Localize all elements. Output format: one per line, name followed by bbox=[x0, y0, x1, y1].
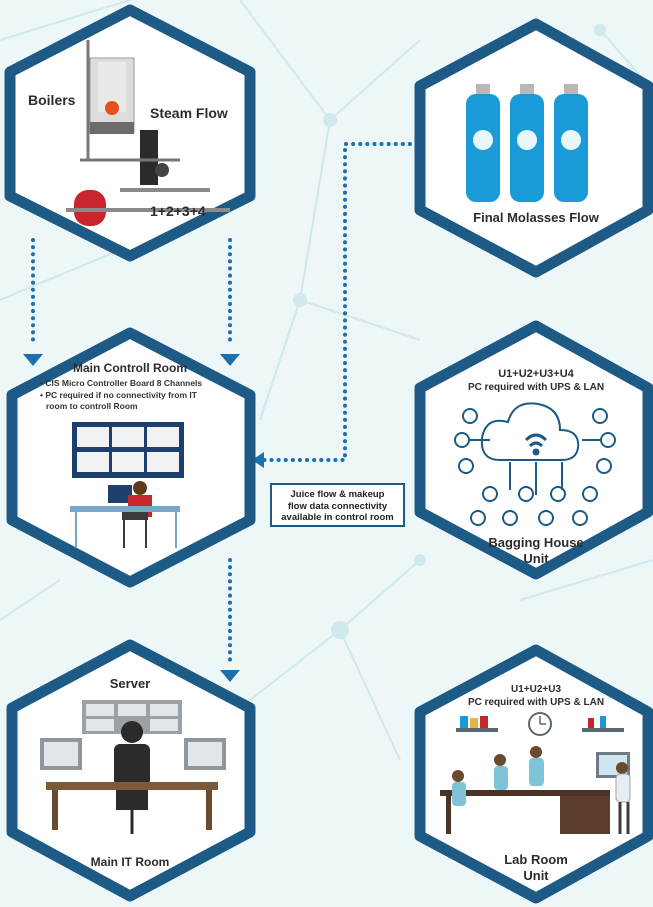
control-room-hexagon: Main Controll Room • CIS Micro Controlle… bbox=[6, 327, 256, 588]
boiler-icon bbox=[66, 40, 230, 226]
it-room-label: Main IT Room bbox=[91, 855, 170, 869]
steam-flow-label: Steam Flow bbox=[150, 105, 228, 121]
lab-icon bbox=[440, 712, 631, 834]
molasses-label: Final Molasses Flow bbox=[473, 210, 600, 225]
boilers-label: Boilers bbox=[28, 92, 76, 108]
callout-line-2: flow data connectivity bbox=[287, 500, 388, 512]
water-bottle-icon bbox=[466, 84, 588, 202]
boilers-hexagon: Boilers Steam Flow 1+2+3+4 bbox=[4, 4, 256, 262]
boiler-units-label: 1+2+3+4 bbox=[150, 203, 206, 219]
monitor-wall-icon bbox=[70, 422, 184, 548]
bagging-hexagon: U1+U2+U3+U4 PC required with UPS & LAN bbox=[414, 320, 653, 580]
server-title: Server bbox=[110, 676, 150, 691]
control-bullet-2b: room to controll Room bbox=[46, 401, 138, 411]
server-hexagon: Server Main IT Room bbox=[6, 639, 256, 902]
molasses-hexagon: Final Molasses Flow bbox=[414, 18, 653, 278]
control-room-title: Main Controll Room bbox=[73, 361, 187, 375]
background-network bbox=[0, 0, 653, 761]
bagging-units: U1+U2+U3+U4 bbox=[498, 368, 574, 380]
bagging-title-2: Unit bbox=[523, 551, 549, 566]
arrowheads bbox=[23, 354, 264, 682]
connector-molasses-control bbox=[260, 142, 412, 462]
lab-title-1: Lab Room bbox=[504, 852, 568, 867]
juice-flow-callout: Juice flow & makeup flow data connectivi… bbox=[270, 483, 405, 527]
bagging-title-1: Bagging House bbox=[488, 535, 583, 550]
control-bullet-1: • CIS Micro Controller Board 8 Channels bbox=[40, 378, 202, 388]
lab-requirement: PC required with UPS & LAN bbox=[468, 697, 604, 708]
lab-title-2: Unit bbox=[523, 868, 549, 883]
server-room-icon bbox=[40, 700, 226, 834]
callout-line-1: Juice flow & makeup bbox=[290, 489, 385, 500]
cloud-network-icon bbox=[454, 402, 616, 526]
control-bullet-2a: • PC required if no connectivity from IT bbox=[40, 390, 198, 400]
lab-hexagon: U1+U2+U3 PC required with UPS & LAN bbox=[414, 644, 653, 904]
callout-line-3: available in control room bbox=[281, 512, 394, 523]
bagging-requirement: PC required with UPS & LAN bbox=[468, 382, 604, 393]
lab-units: U1+U2+U3 bbox=[511, 684, 561, 695]
